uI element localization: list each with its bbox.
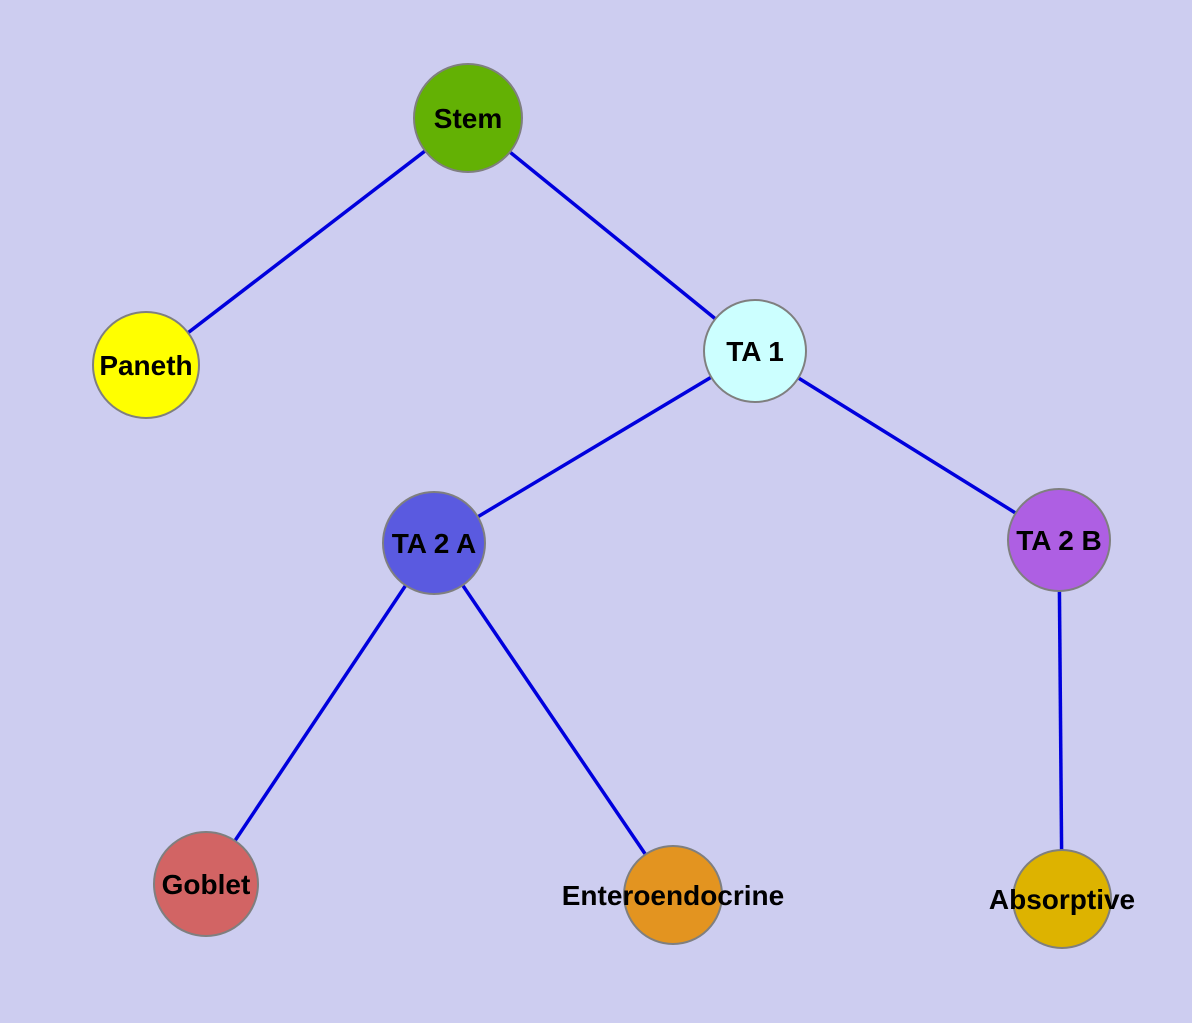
ta-2-b-node-circle[interactable] [1007, 488, 1111, 592]
paneth-node-circle[interactable] [92, 311, 200, 419]
edge-ta-1-to-ta-2-b[interactable] [754, 349, 1060, 542]
edge-ta-2-b-to-absorptive[interactable] [1057, 539, 1064, 900]
edge-ta-1-to-ta-2-a[interactable] [433, 349, 756, 545]
node-goblet[interactable]: Goblet [153, 831, 259, 937]
ta-2-a-node-circle[interactable] [382, 491, 486, 595]
edge-stem-to-paneth[interactable] [144, 116, 470, 367]
goblet-node-circle[interactable] [153, 831, 259, 937]
edge-stem-to-ta-1[interactable] [466, 116, 757, 353]
stem-node-circle[interactable] [413, 63, 523, 173]
node-stem[interactable]: Stem [413, 63, 523, 173]
edge-ta-2-a-to-goblet[interactable] [204, 542, 436, 885]
ta-1-node-circle[interactable] [703, 299, 807, 403]
absorptive-node-circle[interactable] [1012, 849, 1112, 949]
node-ta-2-a[interactable]: TA 2 A [382, 491, 486, 595]
edges-layer [144, 116, 1064, 900]
node-ta-2-b[interactable]: TA 2 B [1007, 488, 1111, 592]
enteroendocrine-node-circle[interactable] [623, 845, 723, 945]
edge-ta-2-a-to-enteroendocrine[interactable] [432, 542, 675, 896]
node-ta-1[interactable]: TA 1 [703, 299, 807, 403]
node-paneth[interactable]: Paneth [92, 311, 200, 419]
